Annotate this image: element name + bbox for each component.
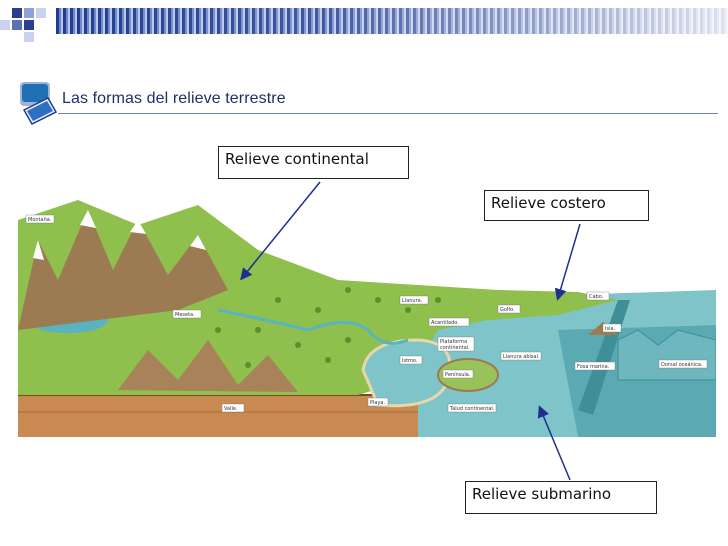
book-icon bbox=[20, 82, 58, 125]
callout-relieve-submarino: Relieve submarino bbox=[465, 481, 657, 514]
callout-relieve-costero: Relieve costero bbox=[484, 190, 649, 221]
label-istmo: Istmo. bbox=[399, 355, 423, 365]
svg-text:Golfo.: Golfo. bbox=[500, 307, 515, 313]
svg-text:Valle.: Valle. bbox=[224, 406, 238, 412]
label-valle: Valle. bbox=[221, 403, 245, 413]
label-fosa-marina: Fosa marina. bbox=[574, 361, 616, 371]
page-title: Las formas del relieve terrestre bbox=[62, 90, 286, 107]
svg-text:Península.: Península. bbox=[445, 371, 471, 378]
label-isla: Isla. bbox=[602, 323, 622, 333]
label-dorsal: Dorsal oceánica. bbox=[658, 359, 708, 369]
svg-text:Istmo.: Istmo. bbox=[402, 358, 418, 364]
svg-text:Llanura abisal.: Llanura abisal. bbox=[503, 354, 540, 360]
svg-text:Llanura.: Llanura. bbox=[402, 298, 423, 304]
label-cabo: Cabo. bbox=[586, 291, 610, 301]
label-meseta: Meseta. bbox=[172, 309, 202, 319]
svg-text:Playa.: Playa. bbox=[370, 400, 385, 406]
svg-text:Talud continental.: Talud continental. bbox=[449, 406, 495, 412]
svg-text:Isla.: Isla. bbox=[605, 326, 616, 332]
svg-text:Montaña.: Montaña. bbox=[28, 217, 52, 223]
svg-text:Dorsal oceánica.: Dorsal oceánica. bbox=[661, 361, 703, 368]
map-labels: Montaña. Meseta. Valle. Llanura. Golfo. … bbox=[25, 214, 708, 413]
label-montana: Montaña. bbox=[25, 214, 55, 224]
label-playa: Playa. bbox=[367, 397, 389, 407]
label-talud: Talud continental. bbox=[447, 403, 497, 413]
svg-text:Plataforma: Plataforma bbox=[440, 339, 467, 345]
label-llanura: Llanura. bbox=[399, 295, 429, 305]
svg-text:continental.: continental. bbox=[440, 345, 470, 351]
header-square bbox=[0, 20, 10, 30]
header-stripe-band bbox=[56, 8, 728, 34]
relief-illustration: Montaña. Meseta. Valle. Llanura. Golfo. … bbox=[18, 180, 716, 437]
header-square bbox=[36, 8, 46, 18]
header-square bbox=[24, 20, 34, 30]
label-golfo: Golfo. bbox=[497, 304, 521, 314]
title-underline bbox=[58, 113, 718, 114]
svg-text:Cabo.: Cabo. bbox=[589, 294, 604, 300]
label-acantilado: Acantilado. bbox=[428, 317, 470, 327]
header-square bbox=[24, 32, 34, 42]
svg-text:Fosa marina.: Fosa marina. bbox=[577, 364, 610, 370]
label-llanura-abisal: Llanura abisal. bbox=[500, 351, 542, 361]
label-peninsula: Península. bbox=[442, 369, 474, 379]
header-square bbox=[12, 8, 22, 18]
callout-relieve-continental: Relieve continental bbox=[218, 146, 409, 179]
header-square bbox=[12, 20, 22, 30]
svg-text:Acantilado.: Acantilado. bbox=[431, 320, 459, 326]
header-square bbox=[24, 8, 34, 18]
svg-text:Meseta.: Meseta. bbox=[175, 312, 195, 318]
